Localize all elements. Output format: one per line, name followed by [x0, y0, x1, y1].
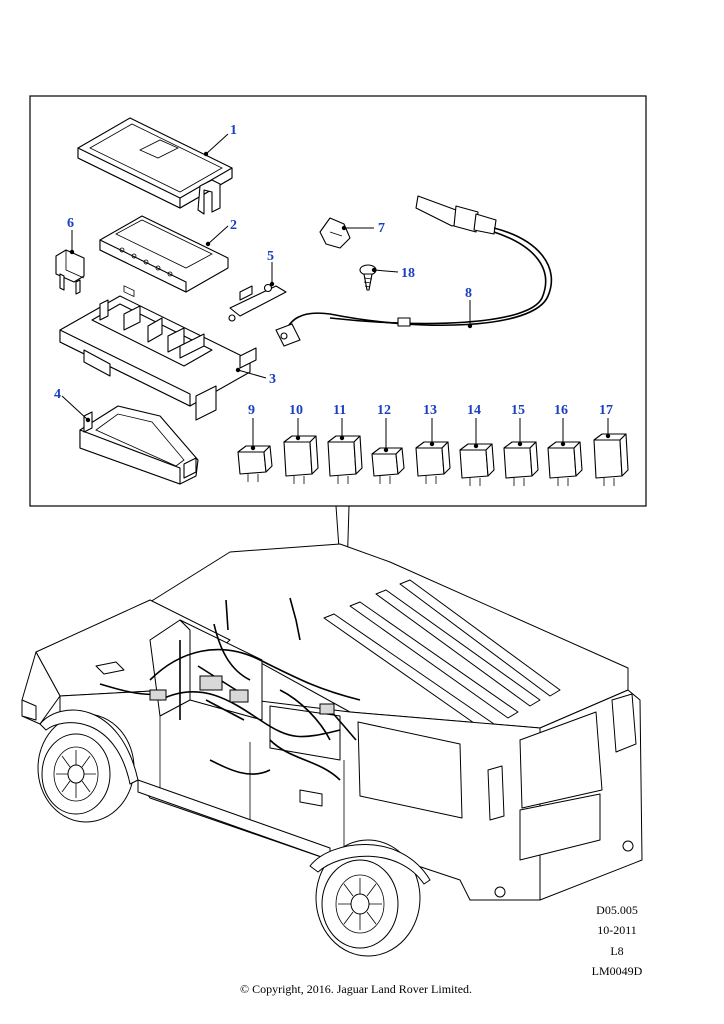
fuse-part [55, 249, 85, 295]
front-wheel [37, 713, 135, 823]
rear-wheel [315, 839, 421, 957]
reference-date: 10-2011 [597, 923, 637, 937]
relay-16-part [547, 441, 583, 486]
fuse-box-cover-part [77, 117, 233, 215]
callout-10: 10 [289, 403, 303, 418]
relay-set [237, 433, 629, 486]
callout-1: 1 [230, 123, 237, 138]
reference-level: L8 [610, 944, 623, 958]
callout-labels: 1 2 3 4 5 6 7 8 18 9 10 11 12 13 14 15 1… [54, 123, 613, 418]
relay-13-part [415, 441, 451, 484]
leader-lines [61, 133, 611, 453]
callout-5: 5 [267, 249, 274, 264]
fuse-box-body-part [59, 295, 257, 421]
fuse-carrier-part [99, 215, 229, 298]
reference-code: D05.005 [596, 903, 638, 917]
relay-10-part [283, 435, 319, 484]
callout-2: 2 [230, 218, 237, 233]
sensor-lead-part [275, 195, 553, 347]
detail-frame [29, 95, 647, 507]
clip-part [319, 217, 351, 249]
copyright-notice: © Copyright, 2016. Jaguar Land Rover Lim… [240, 982, 472, 996]
bracket-part [228, 283, 287, 322]
callout-13: 13 [423, 403, 437, 418]
wiring-harness [99, 597, 361, 781]
callout-17: 17 [599, 403, 613, 418]
callout-3: 3 [269, 372, 276, 387]
callout-9: 9 [248, 403, 255, 418]
lower-shroud-part [79, 405, 199, 485]
relay-12-part [371, 447, 405, 484]
callout-14: 14 [467, 403, 481, 418]
relay-15-part [503, 441, 539, 486]
relay-17-part [593, 433, 629, 486]
screw-part [359, 264, 377, 291]
callout-18: 18 [401, 266, 415, 281]
callout-6: 6 [67, 216, 74, 231]
callout-4: 4 [54, 387, 61, 402]
callout-12: 12 [377, 403, 391, 418]
callout-11: 11 [333, 403, 346, 418]
illustration-number: LM0049D [592, 964, 643, 978]
callout-15: 15 [511, 403, 525, 418]
relay-11-part [327, 435, 363, 484]
vehicle-illustration [21, 543, 643, 957]
relay-9-part [237, 445, 273, 482]
reference-block: D05.005 10-2011 L8 LM0049D [592, 903, 643, 978]
callout-8: 8 [465, 286, 472, 301]
relay-14-part [459, 443, 495, 486]
callout-7: 7 [378, 221, 385, 236]
callout-16: 16 [554, 403, 568, 418]
